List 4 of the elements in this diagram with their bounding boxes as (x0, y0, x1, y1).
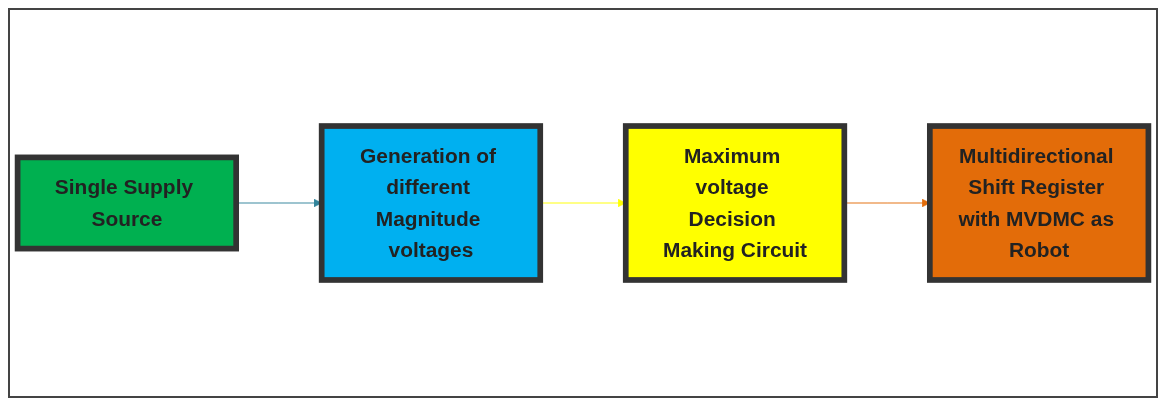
node-box: Generation of different Magnitude voltages (318, 123, 544, 283)
node-box: Maximum voltage Decision Making Circuit (622, 123, 848, 283)
node-box: Single Supply Source (14, 154, 239, 252)
node-box: Multidirectional Shift Register with MVDMC as Robot (927, 123, 1152, 283)
